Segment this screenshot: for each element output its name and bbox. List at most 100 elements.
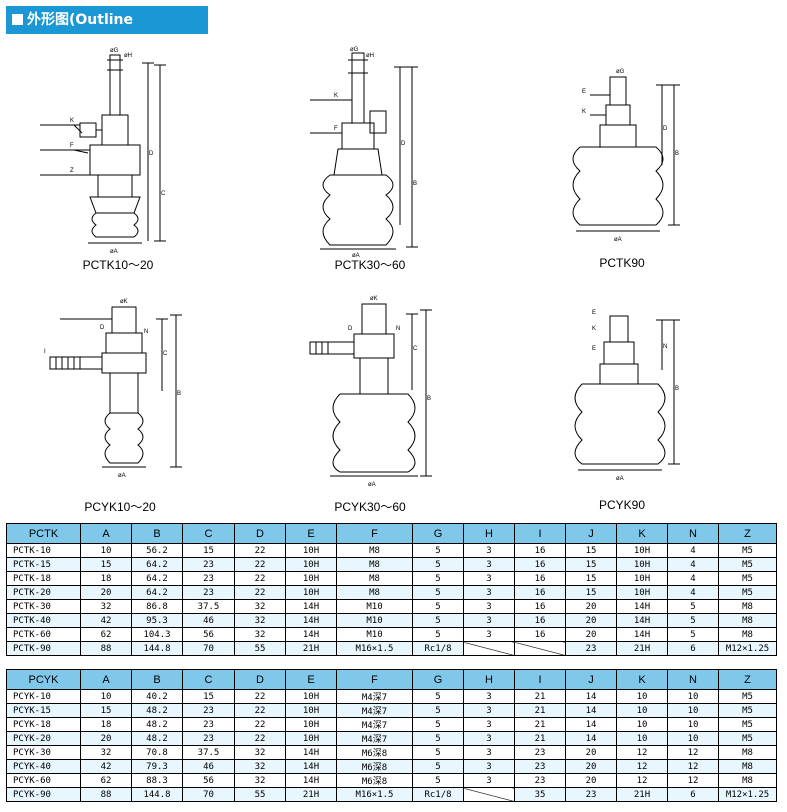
table-cell: 10 xyxy=(80,543,132,558)
table-cell: M8 xyxy=(336,585,413,600)
drawing-pctk10-20 xyxy=(40,54,166,244)
column-header: N xyxy=(667,523,719,544)
table-cell: 40.2 xyxy=(131,689,183,704)
table-cell: 10 xyxy=(667,689,719,704)
table-cell: 15 xyxy=(565,557,617,572)
table-cell: 23 xyxy=(182,717,235,732)
table-cell: 3 xyxy=(463,773,515,788)
table-cell: 15 xyxy=(565,543,617,558)
column-header: C xyxy=(182,669,235,690)
table-cell: 20 xyxy=(565,599,617,614)
column-header: J xyxy=(565,523,617,544)
table-cell: 46 xyxy=(182,759,235,774)
table-cell xyxy=(463,787,515,802)
table-cell: 62 xyxy=(80,627,132,642)
caption-pctk90: PCTK90 xyxy=(599,256,645,270)
table-cell: 46 xyxy=(182,613,235,628)
table-cell: 22 xyxy=(234,557,286,572)
table-cell: 14H xyxy=(285,745,337,760)
table-cell: 16 xyxy=(514,543,566,558)
table-cell: 16 xyxy=(514,613,566,628)
table-cell: 88.3 xyxy=(131,773,183,788)
table-cell: 23 xyxy=(514,759,566,774)
model-cell: PCYK-18 xyxy=(6,717,81,732)
model-cell: PCTK-40 xyxy=(6,613,81,628)
table-cell: 18 xyxy=(80,717,132,732)
table-cell: 16 xyxy=(514,585,566,600)
model-cell: PCTK-30 xyxy=(6,599,81,614)
table-cell: 95.3 xyxy=(131,613,183,628)
table-cell: 22 xyxy=(234,571,286,586)
model-cell: PCTK-15 xyxy=(6,557,81,572)
table-cell: 64.2 xyxy=(131,557,183,572)
table-cell: 14H xyxy=(285,759,337,774)
table-cell: 14 xyxy=(565,731,617,746)
table-cell: 5 xyxy=(412,571,464,586)
table-cell: M16×1.5 xyxy=(336,641,413,656)
table-cell: 10 xyxy=(667,703,719,718)
table-cell: 14H xyxy=(285,613,337,628)
table-cell: 62 xyxy=(80,773,132,788)
table-cell: 21H xyxy=(285,787,337,802)
table-cell: 18 xyxy=(80,571,132,586)
caption-pcyk90: PCYK90 xyxy=(598,498,646,512)
table-cell: 20 xyxy=(80,731,132,746)
table-cell: M8 xyxy=(718,613,777,628)
table-cell: M8 xyxy=(718,773,777,788)
table-cell: 64.2 xyxy=(131,585,183,600)
table-cell: 3 xyxy=(463,689,515,704)
table-cell: M12×1.25 xyxy=(718,641,777,656)
caption-pcyk10-20: PCYK10～20 xyxy=(84,500,156,514)
model-cell: PCTK-90 xyxy=(6,641,81,656)
table-cell: 3 xyxy=(463,627,515,642)
table-cell: 20 xyxy=(80,585,132,600)
table-cell: 88 xyxy=(80,787,132,802)
table-cell: 15 xyxy=(565,571,617,586)
table-cell xyxy=(514,641,566,656)
table-cell: 20 xyxy=(565,613,617,628)
table-cell: 70.8 xyxy=(131,745,183,760)
table-cell: M5 xyxy=(718,543,777,558)
table-cell: 42 xyxy=(80,613,132,628)
table-cell: 14H xyxy=(285,773,337,788)
table-cell: 14H xyxy=(616,599,668,614)
column-header: E xyxy=(285,523,337,544)
table-cell: 3 xyxy=(463,759,515,774)
table-cell: 48.2 xyxy=(131,731,183,746)
table-cell: 32 xyxy=(234,627,286,642)
table-cell: 22 xyxy=(234,717,286,732)
table-cell: 5 xyxy=(412,689,464,704)
table-cell: 14H xyxy=(616,627,668,642)
table-cell: 3 xyxy=(463,745,515,760)
column-header: F xyxy=(336,669,413,690)
column-header: B xyxy=(131,523,183,544)
column-header: H xyxy=(463,669,515,690)
table-cell: 42 xyxy=(80,759,132,774)
table-cell: 10H xyxy=(285,689,337,704)
drawing-pctk30-60 xyxy=(310,52,418,250)
column-header: PCYK xyxy=(6,669,81,690)
table-cell: 21H xyxy=(285,641,337,656)
column-header: E xyxy=(285,669,337,690)
table-cell: 5 xyxy=(412,585,464,600)
table-cell: 14H xyxy=(285,627,337,642)
table-cell: M8 xyxy=(718,599,777,614)
table-cell: 23 xyxy=(182,571,235,586)
table-cell: 15 xyxy=(80,703,132,718)
table-cell: M4深7 xyxy=(336,689,413,704)
table-cell: 10 xyxy=(667,717,719,732)
table-cell: 6 xyxy=(667,787,719,802)
table-cell: 32 xyxy=(80,745,132,760)
table-cell: 48.2 xyxy=(131,703,183,718)
table-cell: 22 xyxy=(234,543,286,558)
table-cell: M12×1.25 xyxy=(718,787,777,802)
table-cell: 5 xyxy=(412,613,464,628)
table-cell: 21 xyxy=(514,703,566,718)
column-header: Z xyxy=(718,523,777,544)
table-cell: 5 xyxy=(667,613,719,628)
